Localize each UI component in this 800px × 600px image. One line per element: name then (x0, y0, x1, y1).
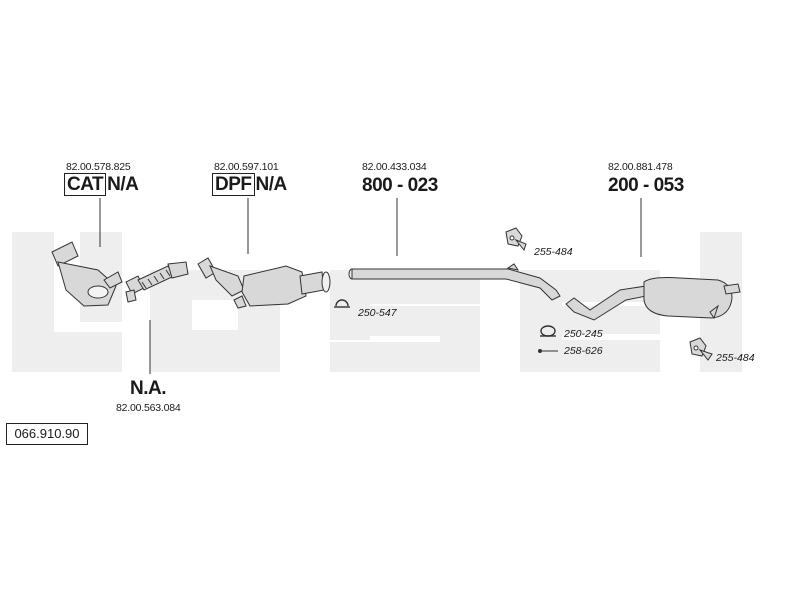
oem-number-pipe: 82.00.433.034 (362, 161, 427, 173)
dpf-unit (197, 257, 331, 309)
fitting-ref-clamp-left: 250-547 (358, 307, 397, 319)
intermediate-pipe (348, 263, 561, 301)
fitting-ref-clamp-right: 250-245 (564, 328, 603, 340)
bolt-icon (538, 349, 558, 353)
fitting-ref-bolt: 258-626 (564, 345, 603, 357)
dpf-tag: DPF (212, 173, 255, 196)
clamp-icon (334, 299, 350, 308)
oem-number-cat: 82.00.578.825 (66, 161, 131, 173)
oem-number-silencer: 82.00.881.478 (608, 161, 673, 173)
flex-pipe (125, 261, 189, 303)
cat-tag: CAT (64, 173, 107, 196)
part-code-na: N.A. (130, 378, 167, 399)
fitting-ref-hanger-top: 255-484 (534, 246, 573, 258)
rear-silencer (565, 277, 741, 321)
cat-code: N/A (107, 174, 139, 195)
watermark-logo (12, 232, 742, 372)
rubber-hanger-icon (689, 337, 713, 361)
rubber-hanger-icon (505, 227, 527, 252)
part-code-silencer: 200 - 053 (608, 175, 684, 196)
diagram-id: 066.910.90 (6, 423, 88, 445)
oem-number-dpf: 82.00.597.101 (214, 161, 279, 173)
catalytic-converter (51, 241, 123, 307)
dpf-code: N/A (255, 174, 288, 195)
clamp-icon (540, 325, 556, 337)
fitting-ref-hanger-bottom: 255-484 (716, 352, 755, 364)
oem-number-na: 82.00.563.084 (116, 402, 181, 414)
part-code-pipe: 800 - 023 (362, 175, 438, 196)
